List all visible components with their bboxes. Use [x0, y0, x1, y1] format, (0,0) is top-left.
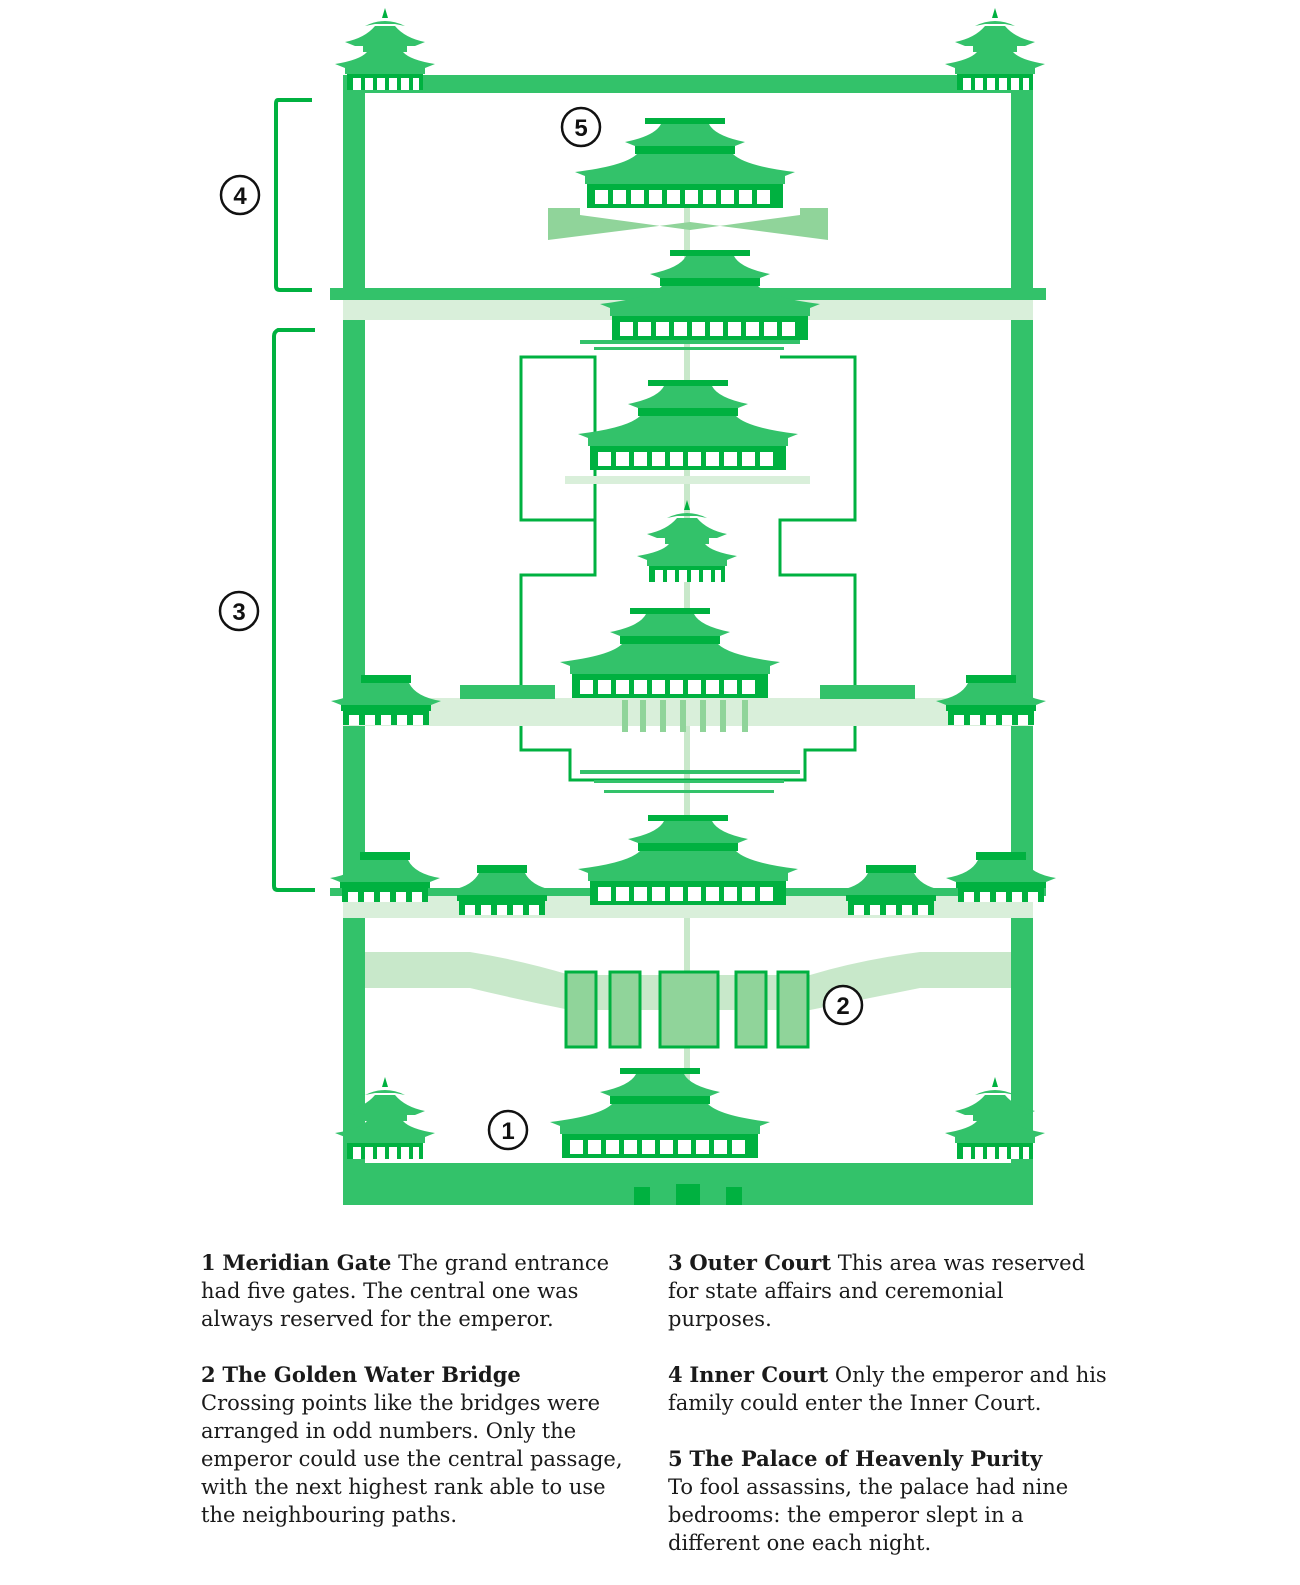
supreme-harmony-pillars: [622, 700, 748, 732]
south-steps: [580, 770, 800, 793]
marker-2-label: 2: [836, 993, 849, 1020]
gate-supreme-harmony: [578, 815, 798, 905]
legend-item-4: 4 Inner Court Only the emperor and his f…: [668, 1361, 1108, 1417]
mid-wall: [343, 698, 1033, 726]
legend-right-column: 3 Outer Court This area was reserved for…: [668, 1249, 1108, 1585]
marker-4: 4: [219, 174, 261, 216]
marker-4-label: 4: [233, 183, 247, 210]
palace-heavenly-purity: [548, 118, 828, 240]
legend-text: To fool assassins, the palace had nine b…: [668, 1475, 1069, 1555]
marker-5-label: 5: [574, 115, 587, 142]
bracket-inner-court: [274, 98, 312, 292]
hall-supreme-harmony: [560, 608, 780, 698]
corner-tower-ne: [945, 8, 1045, 90]
corner-tower-nw: [335, 8, 435, 90]
marker-5: 5: [560, 106, 602, 148]
legend-item-5: 5 The Palace of Heavenly Purity To fool …: [668, 1445, 1108, 1557]
golden-water-bridges: [564, 970, 810, 1049]
legend-text: Only the emperor and his family could en…: [668, 1363, 1107, 1415]
outer-court-enclosure: [519, 355, 857, 782]
north-steps: [580, 340, 800, 350]
legend-num: 4: [668, 1362, 683, 1387]
front-wall: [343, 1163, 1033, 1205]
legend-title: Meridian Gate: [222, 1250, 392, 1275]
legend-num: 5: [668, 1446, 683, 1471]
lower-side-hall-2: [836, 865, 946, 915]
legend-item-3: 3 Outer Court This area was reserved for…: [668, 1249, 1108, 1333]
mid-platform-left: [460, 685, 555, 699]
mid-platform-right: [820, 685, 915, 699]
bracket-outer-court: [272, 328, 315, 892]
legend-title: Outer Court: [689, 1250, 832, 1275]
legend-title: Inner Court: [689, 1362, 829, 1387]
marker-2: 2: [822, 984, 864, 1026]
legend-num: 2: [201, 1362, 216, 1387]
meridian-gate: [550, 1068, 770, 1158]
legend-text: The grand entrance had five gates. The c…: [201, 1251, 610, 1331]
hall-preserving-harmony: [578, 380, 798, 470]
legend-title: The Palace of Heavenly Purity: [689, 1446, 1043, 1471]
legend-num: 3: [668, 1250, 683, 1275]
marker-3: 3: [218, 590, 260, 632]
forbidden-city-diagram: 1 2 3 4 5: [218, 8, 1056, 1205]
legend-text: This area was reserved for state affairs…: [668, 1251, 1086, 1331]
lower-side-hall-1: [447, 865, 557, 915]
hall-preserving-harmony-terrace: [565, 476, 810, 484]
legend-text: Crossing points like the bridges were ar…: [201, 1391, 623, 1527]
lower-side-hall-4: [946, 852, 1056, 902]
marker-3-label: 3: [232, 599, 245, 626]
legend-item-2: 2 The Golden Water Bridge Crossing point…: [201, 1361, 641, 1529]
legend-item-1: 1 Meridian Gate The grand entrance had f…: [201, 1249, 641, 1333]
legend-num: 1: [201, 1250, 216, 1275]
legend-title: The Golden Water Bridge: [222, 1362, 521, 1387]
marker-1: 1: [487, 1109, 529, 1151]
marker-1-label: 1: [501, 1118, 514, 1145]
legend-left-column: 1 Meridian Gate The grand entrance had f…: [201, 1249, 641, 1557]
